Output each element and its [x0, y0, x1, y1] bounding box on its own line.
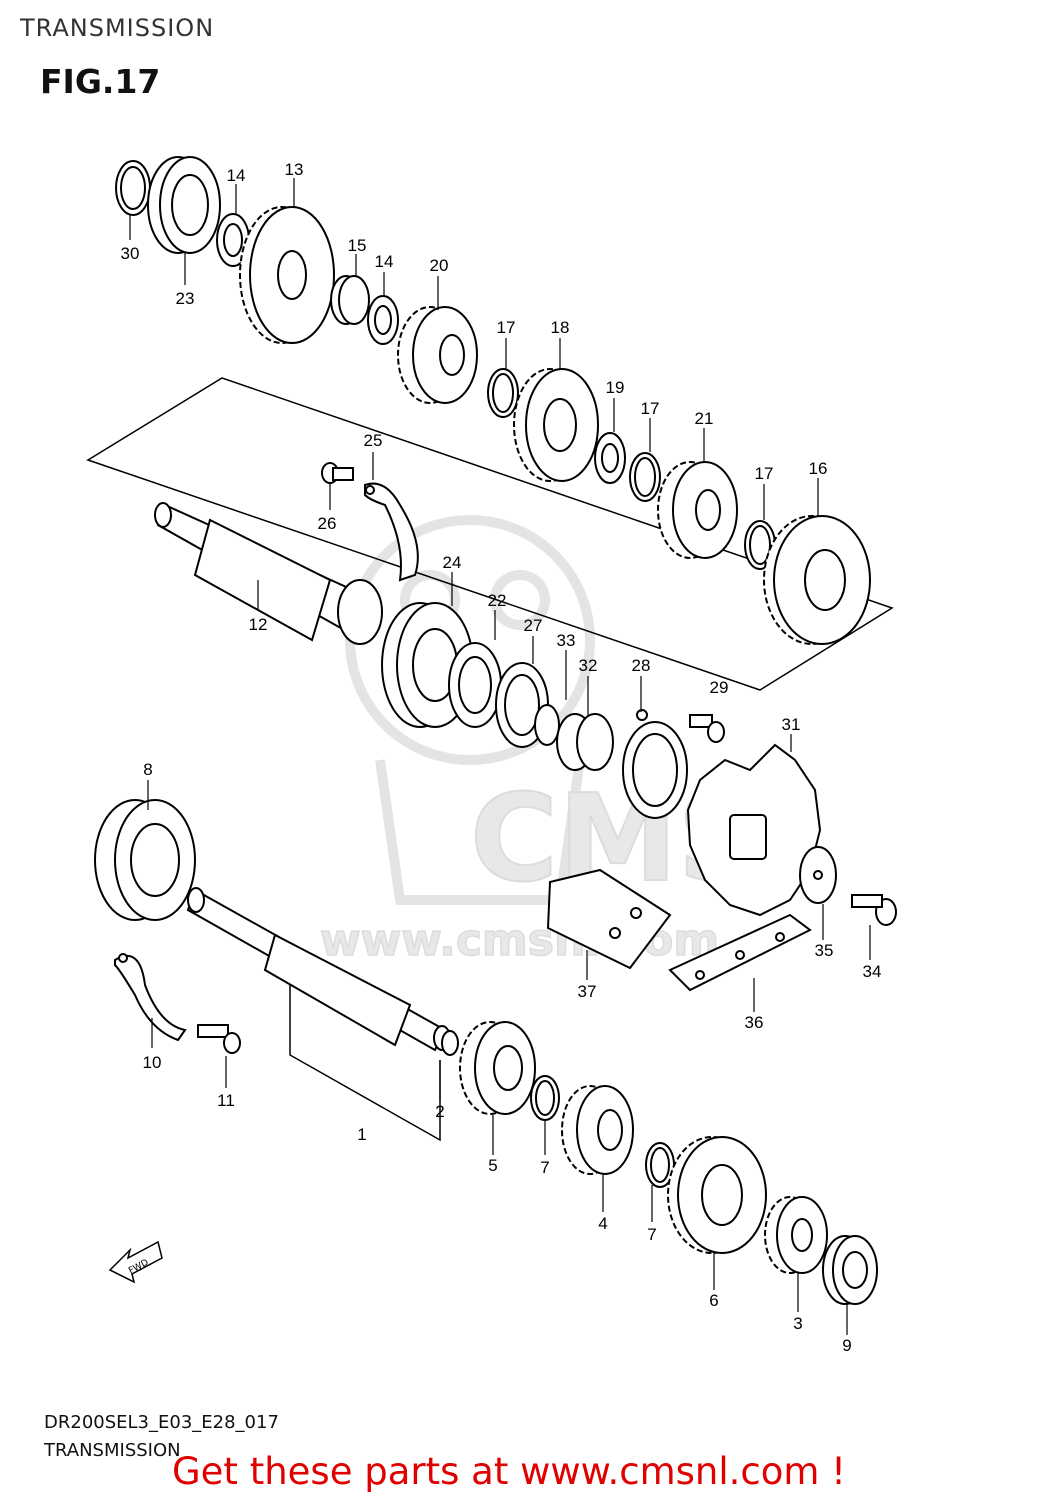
callout-2: 2 [435, 1102, 444, 1121]
figure-label: FIG.17 [40, 62, 161, 101]
callout-36: 36 [745, 1013, 764, 1032]
callout-10: 10 [143, 1053, 162, 1072]
callout-1: 1 [357, 1125, 366, 1144]
part-washer-14a [216, 213, 250, 267]
part-bolt-29 [689, 714, 725, 743]
callout-28: 28 [632, 656, 651, 675]
shaft-assembly-frame [86, 377, 894, 691]
part-circlip-30 [115, 160, 151, 216]
part-screw-11 [197, 1024, 241, 1054]
fwd-arrow-icon: FWD [108, 1240, 163, 1284]
part-bolt-34 [851, 894, 897, 926]
part-retainer-25 [364, 482, 419, 582]
callout-31: 31 [782, 715, 801, 734]
part-master-link-37 [546, 868, 672, 970]
part-washer-19 [594, 432, 626, 484]
callout-32: 32 [579, 656, 598, 675]
callout-24: 24 [443, 553, 462, 572]
part-washer-35 [799, 846, 837, 904]
callout-7: 7 [647, 1225, 656, 1244]
part-retainer-10 [114, 953, 187, 1042]
callout-15: 15 [348, 236, 367, 255]
part-gear-5 [459, 1021, 536, 1115]
part-sprocket-31 [686, 743, 822, 917]
part-oil-seal-22 [448, 642, 502, 728]
part-circlip-17a [487, 368, 519, 418]
callout-labels: 30 23 14 13 15 14 20 17 18 19 17 21 17 1… [121, 160, 882, 1355]
callout-12: 12 [249, 615, 268, 634]
part-countershaft-12 [154, 502, 383, 645]
callout-7: 7 [540, 1158, 549, 1177]
part-circlip-7b [645, 1142, 675, 1188]
callout-37: 37 [578, 982, 597, 1001]
part-bushing-2 [433, 1025, 459, 1056]
part-gear-20 [397, 306, 478, 404]
part-needle-bearing-15 [330, 275, 370, 325]
callout-33: 33 [557, 631, 576, 650]
callout-14: 14 [227, 166, 246, 185]
part-gear-16 [763, 515, 871, 645]
part-circlip-7a [530, 1075, 560, 1121]
part-bearing-9 [822, 1235, 878, 1305]
page-header: TRANSMISSION [20, 14, 215, 42]
callout-22: 22 [488, 591, 507, 610]
part-oring-33 [534, 704, 560, 746]
callout-34: 34 [863, 962, 882, 981]
part-gear-18 [513, 368, 599, 482]
callout-26: 26 [318, 514, 337, 533]
part-washer-14b [367, 295, 399, 345]
part-spacer-32 [556, 713, 614, 771]
part-bolt-26 [321, 462, 354, 484]
part-gear-13 [239, 206, 335, 344]
callout-3: 3 [793, 1314, 802, 1333]
callout-25: 25 [364, 431, 383, 450]
callout-6: 6 [709, 1291, 718, 1310]
callout-29: 29 [710, 678, 729, 697]
callout-9: 9 [842, 1336, 851, 1355]
callout-11: 11 [217, 1091, 235, 1110]
watermark-url: www.cmsnl.com [320, 915, 719, 966]
parts-link[interactable]: Get these parts at www.cmsnl.com ! [172, 1450, 847, 1493]
diagram-code: DR200SEL3_E03_E28_017 [44, 1412, 279, 1433]
callout-18: 18 [551, 318, 570, 337]
part-gear-4 [561, 1085, 634, 1175]
part-driveshaft-1 [186, 887, 447, 1052]
part-bearing-23 [147, 156, 221, 254]
callout-17: 17 [497, 318, 516, 337]
callout-27: 27 [524, 616, 543, 635]
callout-23: 23 [176, 289, 195, 308]
callout-21: 21 [695, 409, 714, 428]
part-circlip-17b [629, 452, 661, 502]
part-bearing-8 [94, 799, 196, 921]
callout-19: 19 [606, 378, 625, 397]
callout-17: 17 [755, 464, 774, 483]
callout-5: 5 [488, 1156, 497, 1175]
callout-13: 13 [285, 160, 304, 179]
callout-35: 35 [815, 941, 834, 960]
callout-14: 14 [375, 252, 394, 271]
part-plate-28 [622, 709, 688, 819]
callout-16: 16 [809, 459, 828, 478]
part-gear-6 [667, 1136, 767, 1254]
footer-title: TRANSMISSION [44, 1440, 181, 1461]
callout-4: 4 [598, 1214, 607, 1233]
callout-20: 20 [430, 256, 449, 275]
part-chain-36 [668, 913, 812, 992]
callout-17: 17 [641, 399, 660, 418]
part-gear-3 [764, 1196, 828, 1274]
callout-leaders [129, 178, 871, 1335]
part-gear-21 [657, 461, 738, 559]
callout-30: 30 [121, 244, 140, 263]
callout-8: 8 [143, 760, 152, 779]
